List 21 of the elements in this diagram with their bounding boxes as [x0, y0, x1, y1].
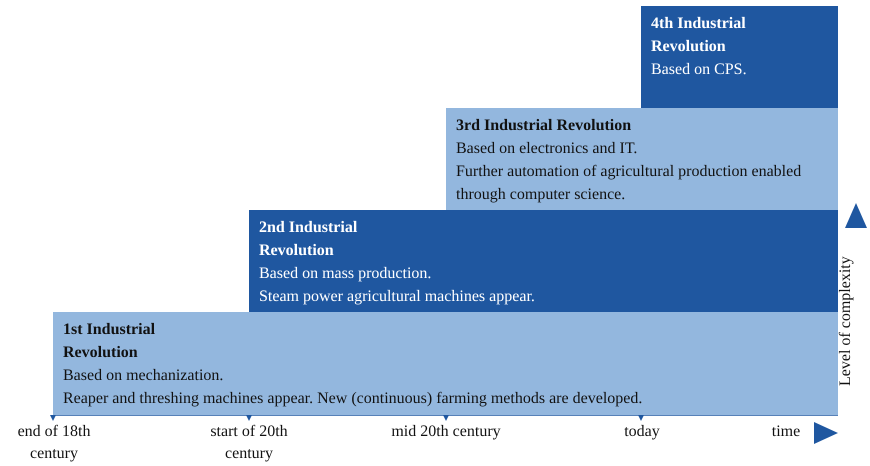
axis-title: Level of complexity [836, 255, 855, 388]
stage-title: 2nd Industrial Revolution [259, 218, 358, 261]
stage-description: Based on electronics and IT. [456, 139, 638, 159]
stage-block [249, 210, 838, 312]
axis-label: time [770, 422, 802, 442]
axis-label: mid 20th century [390, 422, 502, 442]
stage-title: 4th Industrial Revolution [651, 14, 747, 57]
stage-description: Based on CPS. [651, 60, 748, 80]
stage-description: Reaper and threshing machines appear. New (continuous) farming methods are developed. [63, 389, 644, 409]
axis-label: today [623, 422, 661, 442]
axis-label: start of 20th century [209, 422, 289, 464]
stage-description: Steam power agricultural machines appear. [259, 287, 536, 307]
stage-title: 3rd Industrial Revolution [456, 116, 632, 136]
stage-block [641, 6, 838, 108]
stage-block [53, 312, 838, 415]
stage-title: 1st Industrial Revolution [63, 320, 156, 363]
stage-description: Further automation of agricultural production enabled through computer science. [456, 162, 802, 205]
stage-block [446, 108, 838, 210]
stage-description: Based on mechanization. [63, 366, 224, 386]
axis-label: end of 18th century [16, 422, 92, 464]
stage-description: Based on mass production. [259, 264, 432, 284]
